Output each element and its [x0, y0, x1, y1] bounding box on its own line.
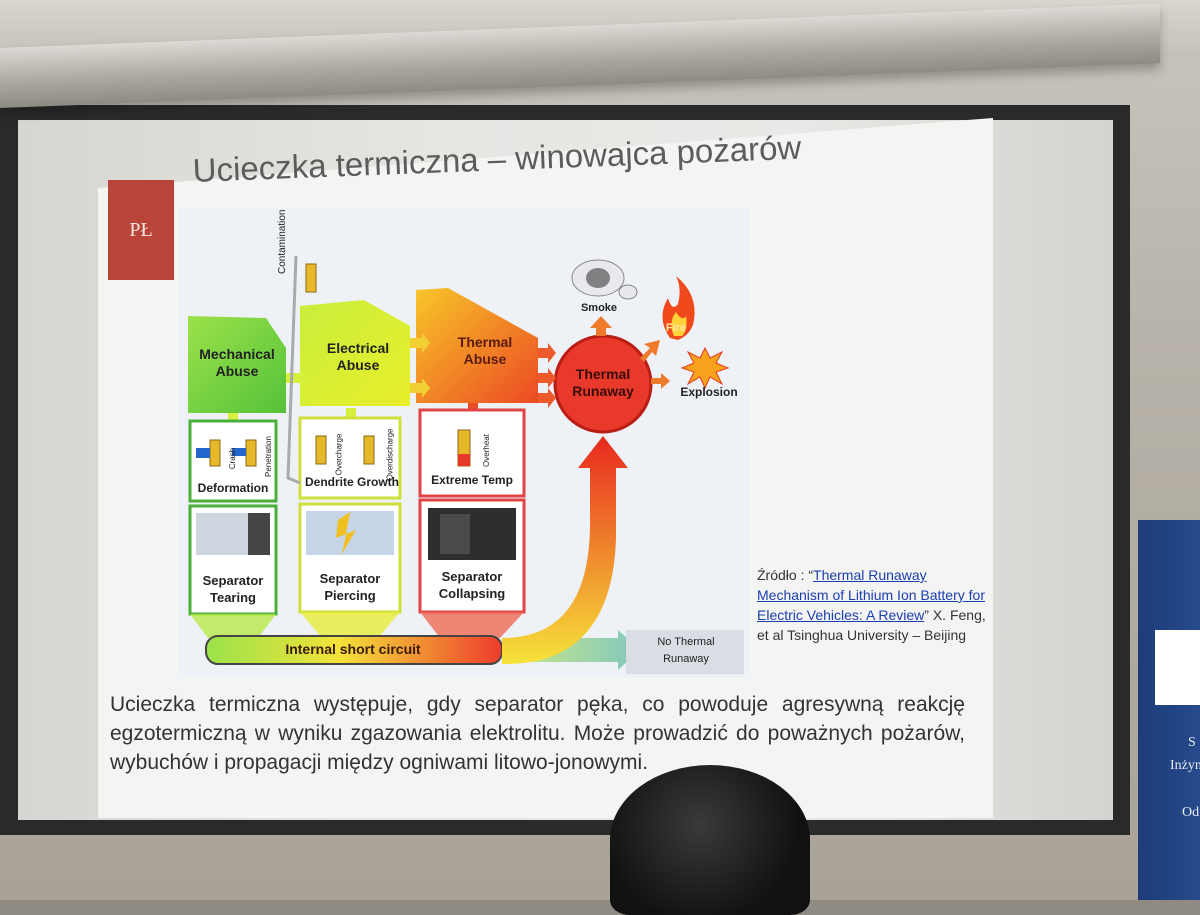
overheat-label: Overheat — [481, 434, 491, 467]
fire-icon — [662, 276, 695, 340]
extreme-temp-label: Extreme Temp — [431, 473, 513, 487]
deformation-box — [188, 419, 278, 503]
thermal-abuse-label: Thermal Abuse — [457, 334, 513, 367]
internal-short-circuit-label: Internal short circuit — [285, 641, 421, 657]
audience-member-head — [610, 765, 810, 915]
crash-label: Crash — [228, 447, 238, 470]
source-citation: Źródło : “Thermal Runaway Mechanism of L… — [757, 565, 987, 645]
explosion-icon — [680, 346, 730, 390]
banner-logo — [1155, 630, 1200, 705]
dendrite-growth-label: Dendrite Growth — [304, 475, 399, 489]
separator-tearing-label: Separator Tearing — [202, 573, 264, 605]
contamination-label: Contamination — [277, 209, 288, 274]
university-logo: PŁ — [108, 180, 174, 280]
no-thermal-runaway-box — [626, 630, 744, 674]
no-thermal-runaway-label: No Thermal Runaway — [657, 636, 715, 665]
electrical-abuse-shape — [300, 300, 410, 406]
banner-text-2: Inżyn — [1170, 758, 1200, 773]
overcharge-label: Overcharge — [334, 433, 344, 476]
banner-text-1: S — [1188, 735, 1196, 750]
electrical-abuse-label: Electrical Abuse — [326, 340, 390, 373]
rollup-banner — [1138, 520, 1200, 900]
overdischarge-label: Overdischarge — [385, 428, 395, 481]
mechanical-abuse-label: Mechanical Abuse — [199, 346, 275, 379]
explosion-label: Explosion — [680, 385, 738, 399]
separator-piercing-label: Separator Piercing — [319, 571, 381, 603]
deformation-label: Deformation — [197, 481, 269, 495]
mechanical-abuse-shape — [188, 316, 286, 413]
logo-text: PŁ — [129, 218, 153, 241]
thermal-abuse-shape — [416, 288, 538, 403]
source-prefix: Źródło : “ — [757, 567, 814, 583]
source-link[interactable]: Thermal Runaway Mechanism of Lithium Ion… — [757, 567, 985, 623]
penetration-label: Penetration — [263, 436, 273, 477]
smoke-label: Smoke — [580, 302, 618, 314]
propagation-arrow — [502, 436, 628, 665]
thermal-runaway-label: Thermal Runaway — [572, 366, 634, 399]
fire-label: Fire — [665, 322, 687, 334]
diagram-graphics — [188, 255, 744, 674]
separator-collapsing-label: Separator Collapsing — [438, 569, 506, 601]
banner-text-3: Od — [1182, 805, 1200, 820]
slide-body-text: Ucieczka termiczna występuje, gdy separa… — [110, 693, 965, 774]
extreme-temp-box — [418, 408, 526, 498]
thermal-runaway-diagram: Mechanical Abuse Electrical Abuse Therma… — [178, 208, 750, 678]
source-suffix: ” X. Feng, et al Tsinghua University – B… — [757, 607, 986, 643]
